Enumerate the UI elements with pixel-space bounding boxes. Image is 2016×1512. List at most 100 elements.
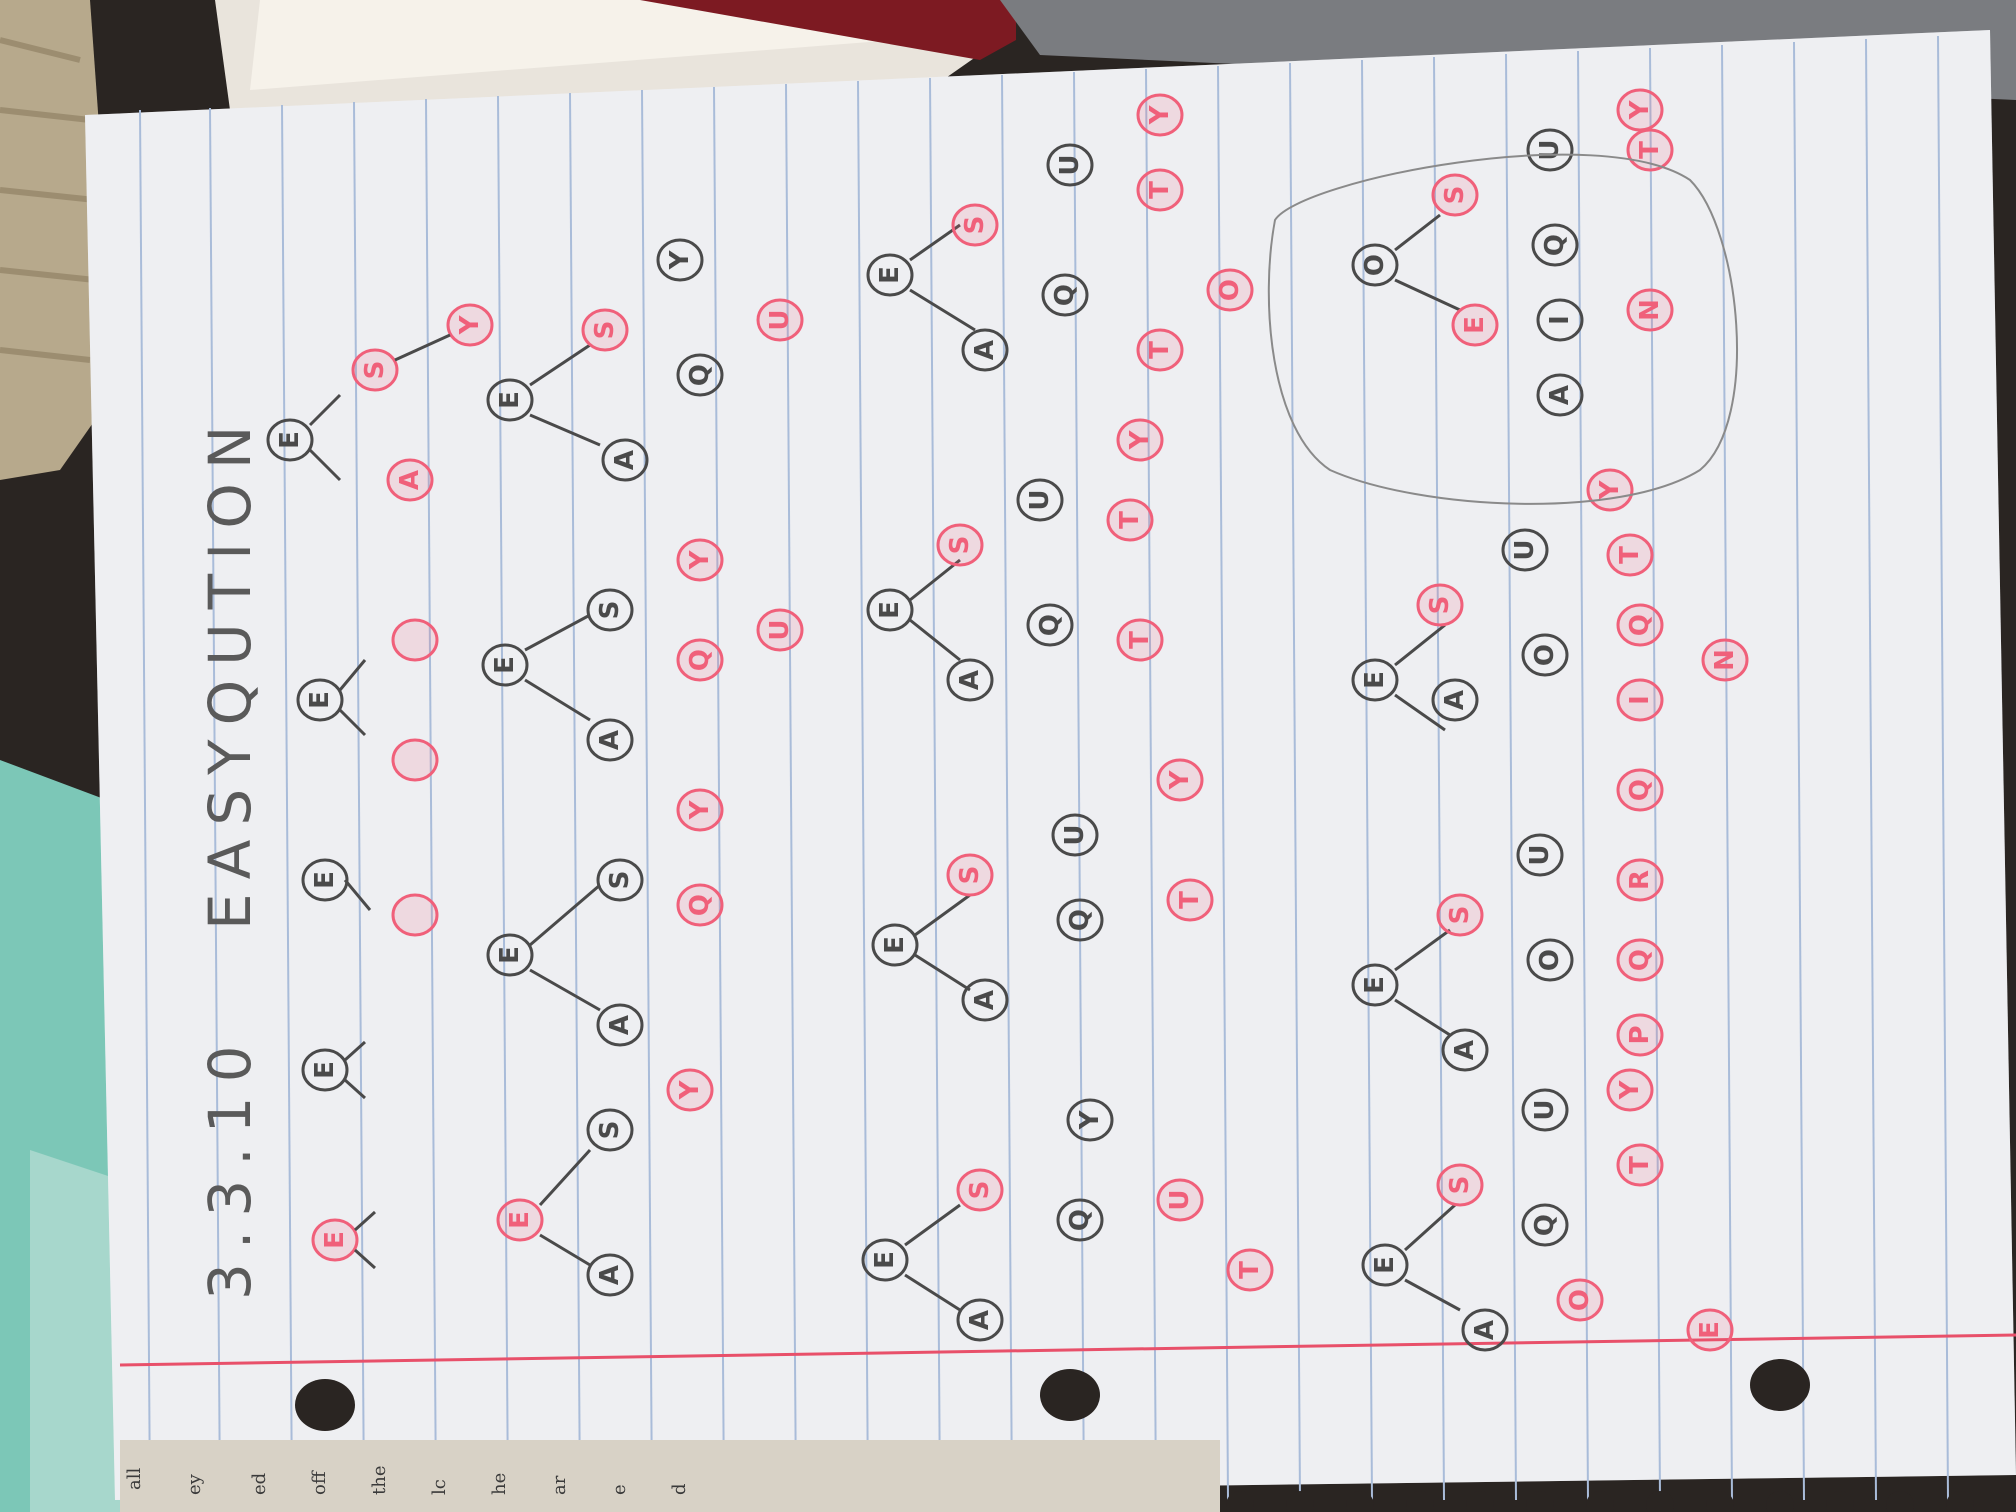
enclosing-outline	[1267, 153, 1738, 505]
tree-node-label: E	[505, 1211, 535, 1229]
tree-node	[1136, 93, 1184, 137]
tree-sketches: EEEEEASYEASYEASQYEASQYUEASQYUEASQYUTEASQ…	[266, 88, 1749, 1352]
tree-node	[1436, 893, 1484, 937]
tree-node	[1156, 1178, 1204, 1222]
tree-node-label: T	[1235, 1261, 1265, 1279]
tree-node-label: E	[875, 601, 905, 619]
tree-node	[1351, 963, 1399, 1007]
tree-edge	[1403, 1203, 1457, 1252]
tree-node-label: S	[965, 1181, 995, 1200]
tree-node	[866, 588, 914, 632]
tree-node-label: Q	[1050, 284, 1080, 306]
tree-node-label: A	[1470, 1320, 1500, 1340]
svg-text:ar: ar	[549, 1475, 570, 1495]
tree-node-label: Y	[1625, 99, 1655, 120]
tree-edge	[343, 1040, 367, 1062]
tree-node-label: T	[1615, 546, 1645, 564]
tree-node	[676, 353, 724, 397]
tree-edge	[538, 1148, 592, 1207]
tree-node-label: E	[880, 936, 910, 954]
tree-node	[386, 458, 434, 502]
tree-node-label: O	[1360, 254, 1390, 276]
tree-edge	[1394, 623, 1446, 667]
tree-node	[266, 418, 314, 462]
tree-node-label: T	[1115, 511, 1145, 529]
tree-node-label: Q	[1625, 949, 1655, 971]
tree-node	[1616, 603, 1664, 647]
tree-node	[596, 1003, 644, 1047]
tree-node-label: Q	[1530, 1214, 1560, 1236]
tree-edge	[529, 968, 601, 1012]
tree-node-label: O	[1565, 1289, 1595, 1311]
tree-node	[496, 1198, 544, 1242]
tree-node-label: Q	[1540, 234, 1570, 256]
tree-node-label: T	[1625, 1156, 1655, 1174]
tree-node-label: T	[1125, 631, 1155, 649]
tree-node-label: A	[955, 670, 985, 690]
tree-node	[1616, 768, 1664, 812]
tree-node-label: U	[1060, 824, 1090, 845]
tree-node	[676, 538, 724, 582]
tree-node-label: O	[1530, 644, 1560, 666]
tree-edge	[353, 1210, 377, 1232]
tree-node-label: U	[1525, 844, 1555, 865]
tree-node	[666, 1068, 714, 1112]
tree-node	[956, 1168, 1004, 1212]
tree-node	[586, 1253, 634, 1297]
tree-node	[946, 853, 994, 897]
tree-node	[1521, 1088, 1569, 1132]
tree-edge	[914, 953, 971, 992]
tree-node-label: A	[1440, 690, 1470, 710]
tree-node-label: U	[765, 309, 795, 330]
tree-node	[951, 203, 999, 247]
tree-node	[936, 523, 984, 567]
tree-node	[1056, 1198, 1104, 1242]
tree-node-label: S	[1445, 1176, 1475, 1195]
svg-text:lc: lc	[429, 1479, 450, 1495]
tree-node-label: Y	[1595, 479, 1625, 500]
tree-node-label: Y	[1165, 769, 1195, 790]
tree-node-label: R	[1625, 870, 1655, 890]
tree-node-label: E	[1360, 671, 1390, 689]
tree-edge	[914, 893, 971, 937]
tree-node	[301, 858, 349, 902]
tree-node-label: Q	[1065, 909, 1095, 931]
tree-edge	[904, 1273, 961, 1312]
tree-node	[1521, 633, 1569, 677]
tree-node	[1431, 678, 1479, 722]
tree-node	[1226, 1248, 1274, 1292]
tree-edge	[529, 883, 601, 947]
tree-node	[1116, 418, 1164, 462]
tree-edge	[1394, 278, 1461, 312]
svg-text:all: all	[124, 1468, 145, 1490]
tree-node	[586, 1108, 634, 1152]
background-book-text: all ey ed off the lc he ar e d	[120, 1440, 1220, 1512]
tree-node-label: Q	[1625, 779, 1655, 801]
tree-node-label: S	[1440, 186, 1470, 205]
tree-node	[1526, 128, 1574, 172]
svg-text:3.3.10: 3.3.10	[196, 1032, 264, 1300]
tree-node	[866, 253, 914, 297]
tree-edge	[343, 879, 372, 911]
tree-node-label: Y	[1075, 1109, 1105, 1130]
tree-node-label: E	[305, 691, 335, 709]
tree-node	[1461, 1308, 1509, 1352]
tree-node	[1606, 1068, 1654, 1112]
svg-text:off: off	[309, 1470, 330, 1495]
tree-node-label: Y	[1125, 429, 1155, 450]
tree-node-label: E	[310, 871, 340, 889]
tree-node-label: Y	[1615, 1079, 1645, 1100]
tree-node	[961, 978, 1009, 1022]
tree-node	[1616, 858, 1664, 902]
tree-node	[391, 618, 439, 662]
tree-node-label: A	[970, 990, 1000, 1010]
tree-node-label: A	[595, 730, 625, 750]
tree-node-label: T	[1635, 141, 1665, 159]
tree-node-label: S	[1425, 596, 1455, 615]
tree-node-label: T	[1145, 341, 1175, 359]
tree-node-label: S	[1445, 906, 1475, 925]
tree-node-label: U	[1025, 489, 1055, 510]
tree-node	[601, 438, 649, 482]
tree-node-label: S	[945, 536, 975, 555]
tree-node	[311, 1218, 359, 1262]
